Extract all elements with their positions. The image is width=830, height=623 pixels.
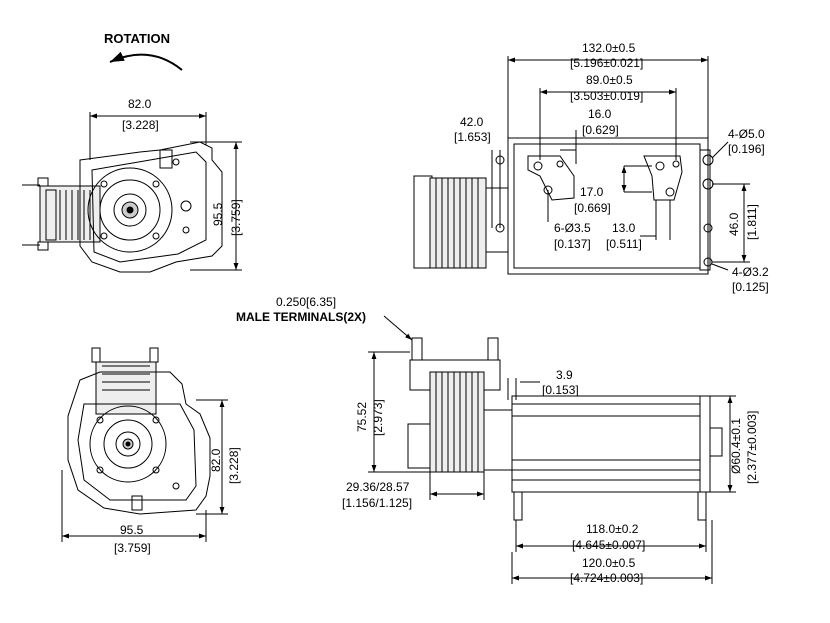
terminal-label: MALE TERMINALS(2X) — [236, 310, 366, 324]
side-bottom-height-mm: 82.0 — [209, 448, 223, 472]
top-motor-mm: 42.0 — [460, 115, 484, 129]
front-view — [368, 316, 736, 584]
top-holes6-in: [0.137] — [554, 237, 591, 251]
top-vert-in: [1.811] — [745, 204, 759, 240]
front-motor-in: [1.156/1.125] — [342, 496, 413, 510]
side-top-width-in: [3.228] — [122, 118, 159, 132]
top-slot-h-mm: 17.0 — [580, 185, 604, 199]
side-bottom-width-in: [3.759] — [114, 541, 151, 555]
side-top-width-mm: 82.0 — [128, 97, 152, 111]
terminal-size: 0.250[6.35] — [276, 295, 337, 309]
front-diam-in: [2.377±0.003] — [745, 410, 759, 484]
top-overall-mm: 132.0±0.5 — [582, 41, 636, 55]
side-bottom-height-in: [3.228] — [227, 447, 241, 484]
top-slot-w-mm: 16.0 — [588, 107, 612, 121]
top-hole-span-in: [3.503±0.019] — [570, 89, 644, 103]
side-view-bottom — [62, 348, 228, 542]
top-holes4a-mm: 4-Ø5.0 — [728, 127, 765, 141]
side-top-height-mm: 95.5 — [211, 202, 225, 226]
side-top-height-in: [3.759] — [229, 199, 243, 236]
top-hole-span-mm: 89.0±0.5 — [586, 73, 633, 87]
front-diam-mm: Ø60.4±0.1 — [729, 418, 743, 474]
front-height-mm: 75.52 — [355, 401, 369, 432]
front-inner-mm: 118.0±0.2 — [586, 522, 639, 536]
top-holes6-mm: 6-Ø3.5 — [554, 221, 591, 235]
front-height-in: [2.973] — [371, 399, 385, 436]
rotation-arrow-icon — [110, 51, 182, 70]
top-slot-h-in: [0.669] — [574, 201, 611, 215]
top-motor-in: [1.653] — [454, 130, 491, 144]
top-holes4b-in: [0.125] — [732, 280, 769, 294]
side-bottom-width-mm: 95.5 — [120, 523, 144, 537]
top-slot-w-in: [0.629] — [582, 123, 619, 137]
top-slot-off-in: [0.511] — [606, 237, 642, 251]
front-overall-in: [4.724±0.003] — [570, 571, 644, 585]
front-gap-mm: 3.9 — [556, 368, 573, 382]
front-inner-in: [4.645±0.007] — [572, 538, 646, 552]
top-slot-off-mm: 13.0 — [612, 221, 636, 235]
top-holes4a-in: [0.196] — [728, 142, 765, 156]
top-overall-in: [5.196±0.021] — [570, 56, 644, 70]
front-motor-mm: 29.36/28.57 — [346, 480, 410, 494]
rotation-label: ROTATION — [104, 31, 170, 46]
front-overall-mm: 120.0±0.5 — [582, 556, 636, 570]
side-view-top — [22, 112, 242, 272]
top-view — [414, 56, 750, 274]
top-vert-mm: 46.0 — [727, 212, 741, 236]
top-holes4b-mm: 4-Ø3.2 — [732, 265, 769, 279]
front-gap-in: [0.153] — [542, 383, 579, 397]
